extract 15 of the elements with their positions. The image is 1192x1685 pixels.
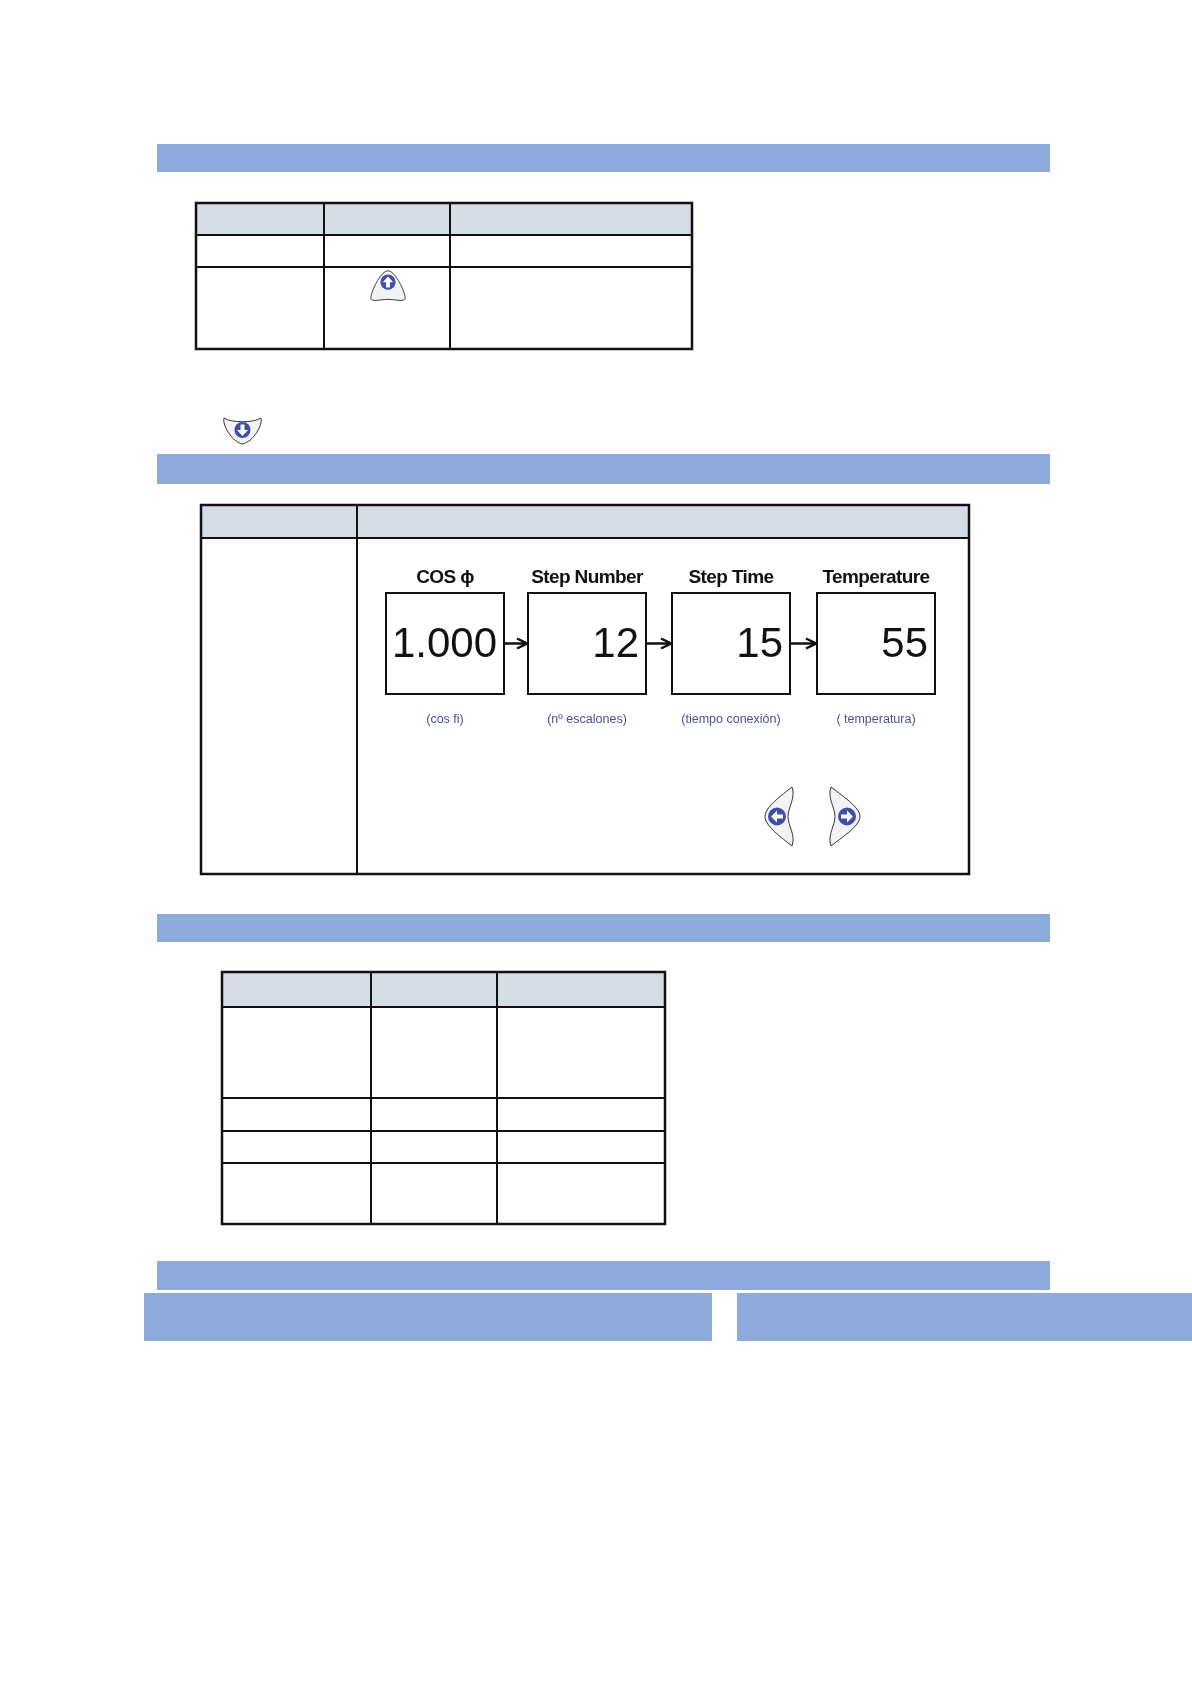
- display-title: Step Time: [687, 565, 775, 589]
- display-caption: (cos fi): [425, 711, 465, 728]
- display-caption: (tiempo conexión): [680, 711, 782, 728]
- display-caption: (nº escalones): [546, 711, 628, 728]
- arrow: [791, 637, 818, 650]
- display-title: Step Number: [530, 565, 644, 589]
- display-title: Temperature: [821, 565, 931, 589]
- display-value: 1.000: [391, 618, 497, 668]
- display-value: 15: [736, 618, 783, 668]
- arrow: [647, 637, 673, 650]
- display-value: 12: [592, 618, 639, 668]
- display-caption: ( temperatura): [835, 711, 917, 728]
- display-title: COS ϕ: [415, 565, 475, 589]
- display-value: 55: [881, 618, 928, 668]
- arrow: [505, 637, 529, 650]
